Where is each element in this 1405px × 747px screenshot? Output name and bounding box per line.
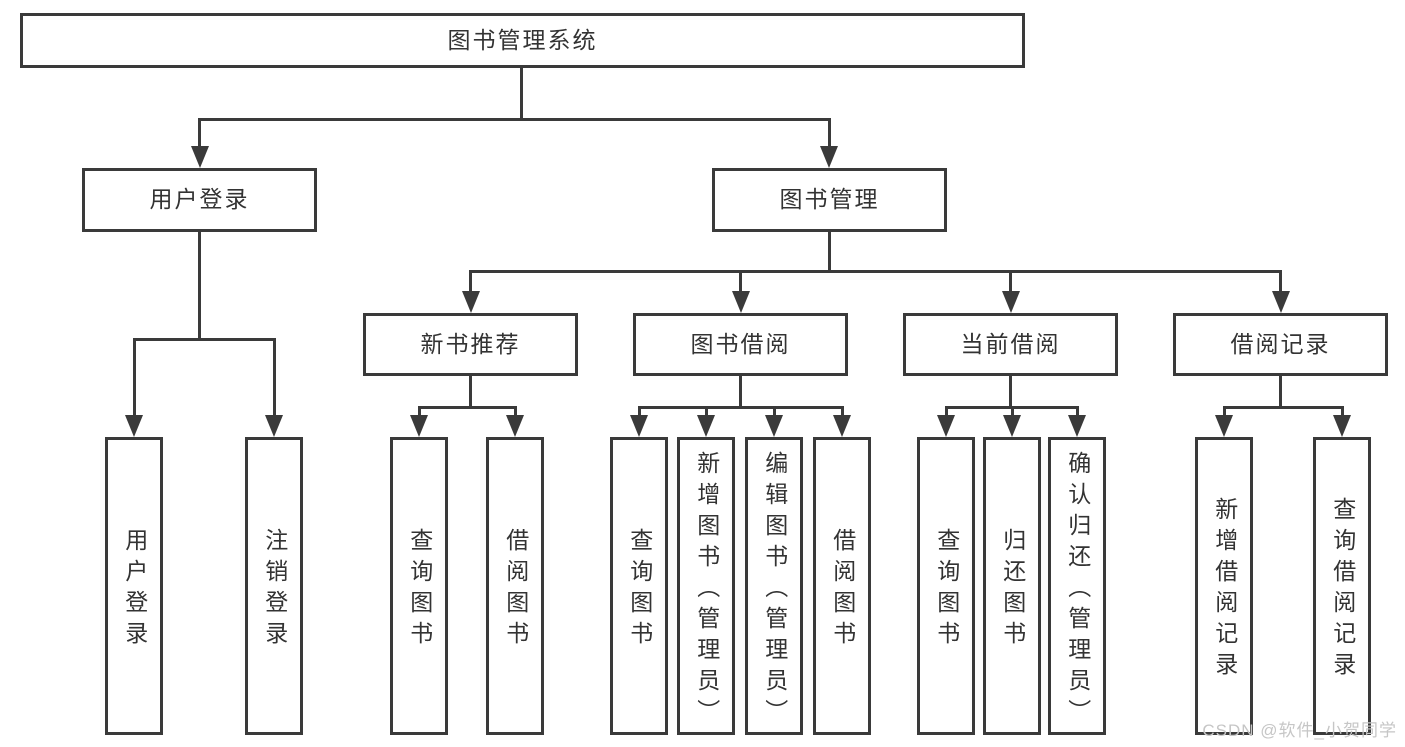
connector-line — [469, 270, 1282, 273]
node-book-management: 图书管理 — [712, 168, 947, 232]
leaf-user-login: 用户登录 — [105, 437, 163, 735]
arrow-down-icon — [833, 415, 851, 437]
arrow-down-icon — [630, 415, 648, 437]
connector-line — [638, 406, 844, 409]
node-user-login: 用户登录 — [82, 168, 317, 232]
leaf-confirm-return-admin: 确认归还（管理员） — [1048, 437, 1106, 735]
leaf-edit-book-admin: 编辑图书（管理员） — [745, 437, 803, 735]
arrow-down-icon — [1002, 291, 1020, 313]
connector-line — [1076, 406, 1079, 417]
connector-line — [133, 338, 136, 417]
leaf-add-borrow-record: 新增借阅记录 — [1195, 437, 1253, 735]
arrow-down-icon — [125, 415, 143, 437]
leaf-logout: 注销登录 — [245, 437, 303, 735]
node-current-borrow: 当前借阅 — [903, 313, 1118, 376]
connector-line — [198, 232, 201, 338]
connector-line — [198, 118, 201, 148]
connector-line — [1279, 270, 1282, 294]
leaf-query-book-recommend: 查询图书 — [390, 437, 448, 735]
arrow-down-icon — [765, 415, 783, 437]
node-new-book-recommend: 新书推荐 — [363, 313, 578, 376]
connector-line — [638, 406, 641, 417]
connector-line — [1279, 376, 1282, 406]
arrow-down-icon — [1272, 291, 1290, 313]
leaf-query-book-borrow: 查询图书 — [610, 437, 668, 735]
leaf-query-book-current: 查询图书 — [917, 437, 975, 735]
connector-line — [1341, 406, 1344, 417]
arrow-down-icon — [265, 415, 283, 437]
connector-line — [945, 406, 948, 417]
connector-line — [514, 406, 517, 417]
connector-line — [828, 232, 831, 272]
arrow-down-icon — [410, 415, 428, 437]
arrow-down-icon — [1068, 415, 1086, 437]
arrow-down-icon — [1003, 415, 1021, 437]
connector-line — [133, 338, 276, 341]
connector-line — [469, 270, 472, 294]
connector-line — [1009, 270, 1012, 294]
connector-line — [520, 68, 523, 118]
connector-line — [705, 406, 708, 417]
connector-line — [739, 270, 742, 294]
connector-line — [418, 406, 421, 417]
arrow-down-icon — [697, 415, 715, 437]
connector-line — [773, 406, 776, 417]
arrow-down-icon — [191, 146, 209, 168]
leaf-query-borrow-record: 查询借阅记录 — [1313, 437, 1371, 735]
arrow-down-icon — [1215, 415, 1233, 437]
arrow-down-icon — [820, 146, 838, 168]
connector-line — [469, 376, 472, 406]
connector-line — [273, 338, 276, 417]
connector-line — [418, 406, 517, 409]
arrow-down-icon — [732, 291, 750, 313]
connector-line — [1009, 376, 1012, 406]
leaf-borrow-book-recommend: 借阅图书 — [486, 437, 544, 735]
arrow-down-icon — [462, 291, 480, 313]
connector-line — [198, 118, 831, 121]
leaf-borrow-book: 借阅图书 — [813, 437, 871, 735]
connector-line — [739, 376, 742, 406]
connector-line — [841, 406, 844, 417]
arrow-down-icon — [937, 415, 955, 437]
connector-line — [1011, 406, 1014, 417]
arrow-down-icon — [1333, 415, 1351, 437]
connector-line — [1223, 406, 1226, 417]
watermark: CSDN @软件_小贺同学 — [1202, 721, 1397, 740]
connector-line — [1223, 406, 1344, 409]
node-borrow-records: 借阅记录 — [1173, 313, 1388, 376]
node-book-borrow: 图书借阅 — [633, 313, 848, 376]
leaf-return-book: 归还图书 — [983, 437, 1041, 735]
leaf-add-book-admin: 新增图书（管理员） — [677, 437, 735, 735]
connector-line — [828, 118, 831, 148]
node-root: 图书管理系统 — [20, 13, 1025, 68]
arrow-down-icon — [506, 415, 524, 437]
